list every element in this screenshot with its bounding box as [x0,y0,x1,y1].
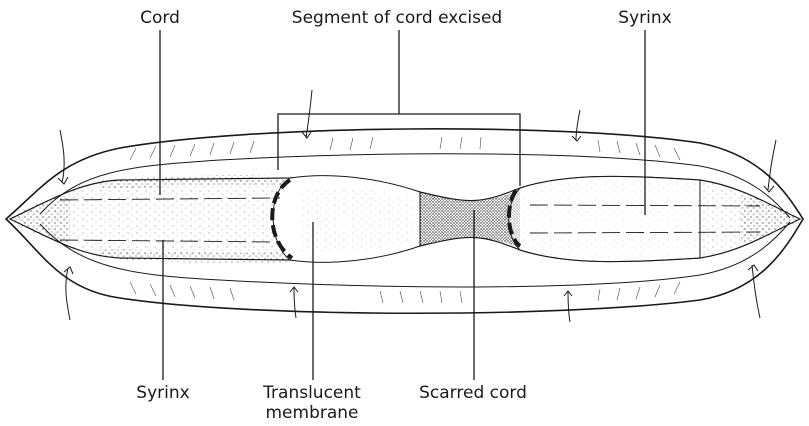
label-translucent-line1: Translucent [263,383,361,403]
label-syrinx-bottom: Syrinx [136,383,189,403]
label-scarred-cord: Scarred cord [419,383,527,403]
label-translucent-line2: membrane [263,403,361,423]
syrinx-right [509,176,700,261]
label-cord: Cord [140,8,180,28]
label-segment-excised: Segment of cord excised [292,8,502,28]
label-syrinx-top: Syrinx [618,8,671,28]
segment-bracket [278,108,520,186]
label-translucent-membrane: Translucent membrane [263,383,361,423]
scarred-cord-region [420,190,520,248]
